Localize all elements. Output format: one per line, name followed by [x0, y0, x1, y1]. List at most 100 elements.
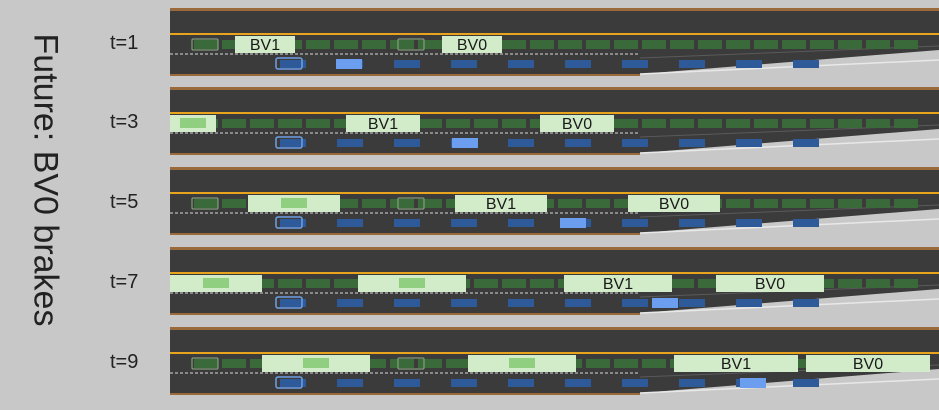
occupancy-cell: [502, 40, 526, 49]
vehicle-marker: [180, 118, 206, 128]
ego-lane-cell: [622, 299, 648, 307]
occupancy-cell: [698, 119, 722, 128]
vehicle-label: [262, 355, 370, 372]
ego-lane-cell: [337, 219, 363, 227]
occupancy-cell: [698, 40, 722, 49]
ego-lane-cell: [793, 379, 819, 387]
vehicle-marker: [203, 278, 229, 288]
occupancy-cell: [782, 199, 806, 208]
vehicle-marker: [399, 278, 425, 288]
vehicle-label: BV1: [455, 195, 547, 213]
ego-lane-cell: [679, 219, 705, 227]
ego-lane-cell: [394, 60, 420, 68]
ego-lane-cell: [736, 60, 762, 68]
ego-lane-cell: [451, 60, 477, 68]
ego-lane-cell: [508, 379, 534, 387]
ego-lane-cell: [736, 139, 762, 147]
occupancy-cell: [670, 279, 694, 288]
ego-lane-cell: [280, 60, 306, 68]
occupancy-cell: [642, 119, 666, 128]
ego-lane-cell: [337, 379, 363, 387]
ego-vehicle-outline: [275, 216, 303, 229]
occupancy-cell: [754, 199, 778, 208]
ego-lane-cell: [508, 299, 534, 307]
occupancy-cell: [502, 119, 526, 128]
ego-lane-cell: [337, 139, 363, 147]
vehicle-slot-outline: [191, 197, 219, 210]
occupancy-cell: [194, 359, 218, 368]
occupancy-cell: [334, 199, 358, 208]
center-line: [170, 33, 939, 35]
ramp-edge: [639, 298, 939, 314]
occupancy-cell: [838, 279, 862, 288]
occupancy-cell: [446, 119, 470, 128]
ego-lane-cell: [280, 299, 306, 307]
road-surface: [170, 11, 939, 74]
top-curb: [170, 327, 939, 330]
ego-vehicle-outline: [275, 57, 303, 70]
occupancy-cell: [530, 279, 554, 288]
occupancy-cell: [838, 199, 862, 208]
vehicle-label: [170, 115, 216, 132]
occupancy-cell: [866, 279, 890, 288]
bottom-curb: [170, 393, 640, 395]
occupancy-cell: [894, 119, 918, 128]
occupancy-cell: [642, 359, 666, 368]
road-svg: BV1 BV0: [170, 87, 939, 155]
occupancy-cell: [250, 119, 274, 128]
occupancy-cell: [362, 199, 386, 208]
occupancy-cell: [222, 359, 246, 368]
vehicle-label: BV0: [806, 355, 930, 373]
ego-lane-cell: [736, 219, 762, 227]
vehicle-marker: [281, 198, 307, 208]
occupancy-cell: [866, 119, 890, 128]
ego-lane-cell: [565, 299, 591, 307]
vehicle-marker: [303, 358, 329, 368]
center-line: [170, 352, 939, 354]
road-frame: BV1 BV0: [170, 87, 939, 155]
vehicle-label: [170, 275, 262, 292]
vehicle-marker: [509, 358, 535, 368]
top-curb: [170, 8, 939, 11]
vehicle-name: BV0: [562, 116, 592, 133]
occupancy-cell: [586, 199, 610, 208]
occupancy-cell: [334, 279, 358, 288]
time-label: t=7: [110, 271, 139, 293]
occupancy-cell: [362, 40, 386, 49]
top-curb: [170, 167, 939, 170]
vehicle-name: BV0: [853, 356, 883, 373]
ego-lane-cell: [451, 379, 477, 387]
vehicle-name: BV1: [368, 116, 398, 133]
occupancy-cell: [810, 40, 834, 49]
occupancy-cell: [306, 279, 330, 288]
occupancy-cell: [782, 119, 806, 128]
vehicle-label: [468, 355, 576, 372]
occupancy-cell: [222, 199, 246, 208]
occupancy-cell: [614, 119, 638, 128]
vehicle-name: BV0: [755, 276, 785, 293]
vehicle-label: BV0: [540, 115, 614, 133]
merging-vehicle: [336, 59, 362, 69]
occupancy-cell: [194, 199, 218, 208]
road-surface: [170, 250, 939, 313]
merging-vehicle: [740, 378, 766, 388]
occupancy-cell: [670, 119, 694, 128]
vehicle-label-box: [674, 355, 798, 372]
vehicle-slot-outline: [191, 38, 219, 51]
ramp-edge: [639, 378, 939, 394]
merging-vehicle: [452, 138, 478, 148]
ego-lane-cell: [679, 379, 705, 387]
occupancy-cell: [894, 279, 918, 288]
bottom-curb: [170, 313, 640, 315]
occupancy-cell: [530, 40, 554, 49]
ego-lane-cell: [280, 219, 306, 227]
vehicle-label: BV1: [346, 115, 420, 133]
occupancy-cell: [866, 40, 890, 49]
vehicle-label-box: [442, 36, 502, 53]
occupancy-cell: [726, 40, 750, 49]
vehicle-label-box: [346, 115, 420, 132]
